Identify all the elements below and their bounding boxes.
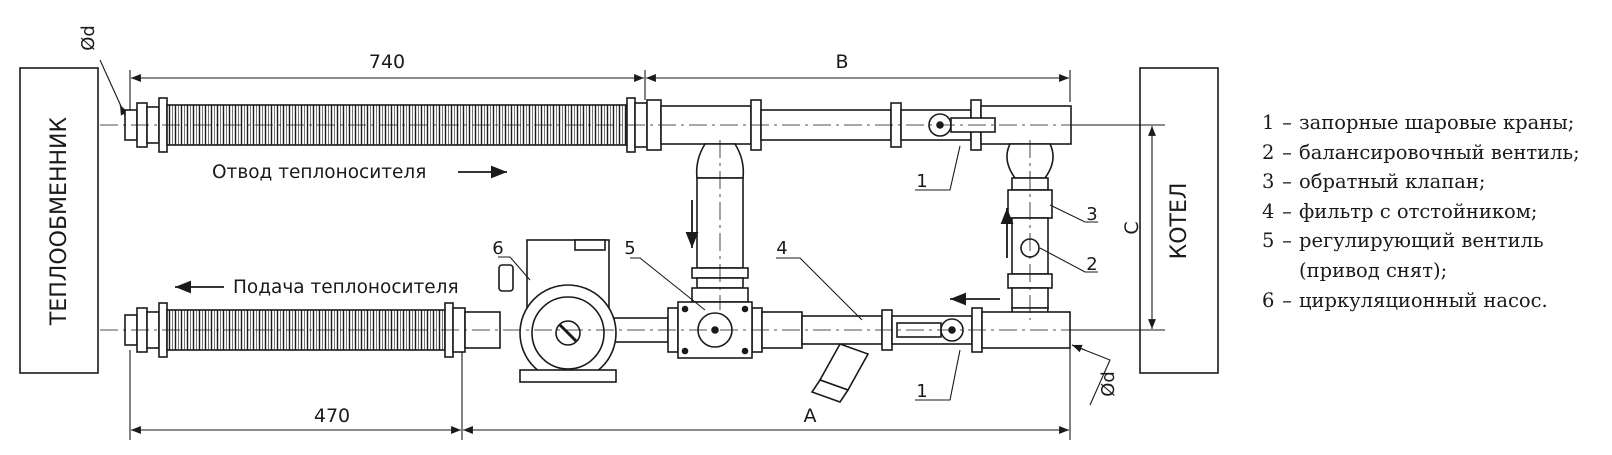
diameter-leader-top xyxy=(99,59,128,116)
circulation-pump xyxy=(498,239,617,383)
callout-1-bottom: 1 xyxy=(916,381,927,402)
legend-text: (привод снят); xyxy=(1299,258,1448,282)
legend-dash: – xyxy=(1282,140,1292,164)
leader-1-bottom xyxy=(915,349,961,401)
callout-5: 5 xyxy=(624,238,635,259)
callout-3: 3 xyxy=(1086,204,1097,225)
supply-label: Подача теплоносителя xyxy=(233,277,459,298)
legend-item: 3 – обратный клапан; xyxy=(1262,167,1607,197)
legend-dash: – xyxy=(1282,229,1292,253)
flow-arrows xyxy=(175,165,1014,306)
leader-5 xyxy=(630,257,706,311)
legend-num: 3 xyxy=(1262,170,1275,194)
legend-num: 4 xyxy=(1262,199,1275,223)
legend-dash: – xyxy=(1282,170,1292,194)
legend-item: 2 – балансировочный вентиль; xyxy=(1262,138,1607,168)
dim-470-label: 470 xyxy=(314,405,350,427)
leader-2 xyxy=(1039,247,1098,273)
legend-text: обратный клапан; xyxy=(1299,170,1486,194)
callout-leaders xyxy=(498,145,1098,401)
legend-dash: – xyxy=(1282,111,1292,134)
bottom-flex-hose xyxy=(124,302,501,358)
legend-num: 6 xyxy=(1262,288,1275,312)
dim-b-label: B xyxy=(835,51,848,73)
legend-item: 6 – циркуляционный насос. xyxy=(1262,286,1607,316)
legend-num: 5 xyxy=(1262,229,1275,253)
dim-c-label: C xyxy=(1121,221,1143,234)
leader-1-top xyxy=(915,145,961,191)
legend-text: балансировочный вентиль; xyxy=(1299,140,1580,164)
diameter-bottom-label: Ød xyxy=(1098,371,1119,397)
legend-text: циркуляционный насос. xyxy=(1299,288,1548,312)
dim-a-label: A xyxy=(804,405,817,427)
callout-6: 6 xyxy=(492,238,503,259)
legend-item: 1 – запорные шаровые краны; xyxy=(1262,108,1607,138)
outflow-label: Отвод теплоносителя xyxy=(212,162,426,183)
dim-740-label: 740 xyxy=(369,51,405,73)
legend: 1 – запорные шаровые краны; 2 – балансир… xyxy=(1262,108,1607,315)
top-dimension-line xyxy=(129,70,1071,115)
legend-item: (привод снят); xyxy=(1262,256,1607,286)
legend-text: регулирующий вентиль xyxy=(1299,229,1544,253)
heat-exchanger-box xyxy=(19,67,99,374)
legend-dash: – xyxy=(1282,288,1292,312)
boiler-label: КОТЕЛ xyxy=(1167,183,1192,260)
callout-1-top: 1 xyxy=(916,171,927,192)
diameter-top-label: Ød xyxy=(78,25,99,51)
legend-num xyxy=(1262,256,1275,286)
legend-num: 1 xyxy=(1262,111,1275,134)
centerlines xyxy=(100,124,1140,331)
heat-exchanger-label: ТЕПЛООБМЕННИК xyxy=(47,117,72,327)
callout-4: 4 xyxy=(776,238,787,259)
legend-dash xyxy=(1275,256,1299,286)
legend-item: 4 – фильтр с отстойником; xyxy=(1262,197,1607,227)
filter-sump xyxy=(810,343,870,403)
legend-item: 5 – регулирующий вентиль xyxy=(1262,226,1607,256)
leader-4 xyxy=(776,257,863,321)
leader-6 xyxy=(498,256,531,281)
bottom-dimension-line xyxy=(129,340,1071,440)
legend-text: запорные шаровые краны; xyxy=(1299,111,1575,134)
callout-2: 2 xyxy=(1086,254,1097,275)
legend-num: 2 xyxy=(1262,140,1275,164)
legend-dash: – xyxy=(1282,199,1292,223)
legend-text: фильтр с отстойником; xyxy=(1299,199,1538,223)
diameter-leader-bottom xyxy=(1071,344,1111,406)
leader-3 xyxy=(1049,204,1098,223)
